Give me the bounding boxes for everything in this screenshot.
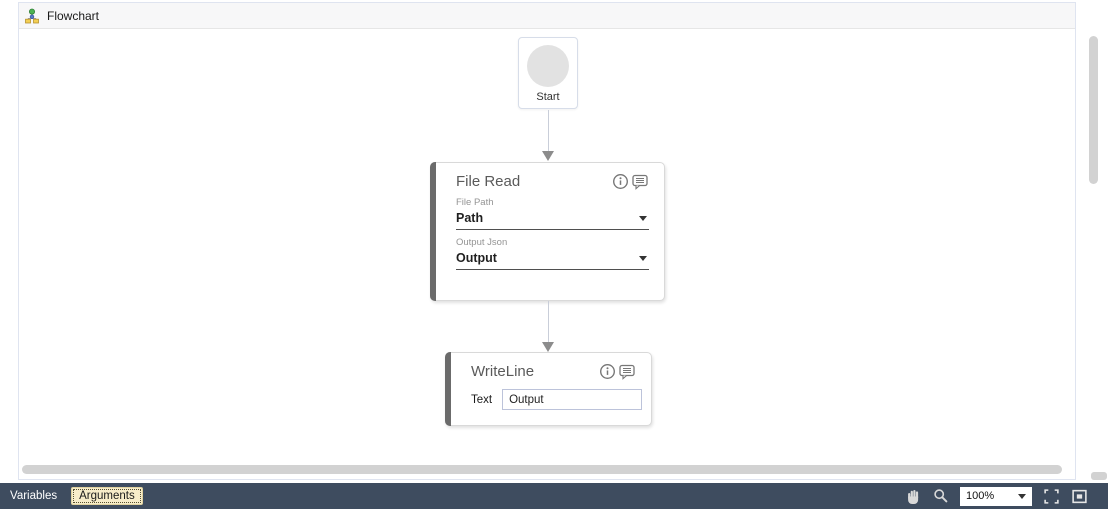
activity-writeline[interactable]: WriteLine [445,352,652,426]
scrollbar-corner[interactable] [1091,472,1107,480]
zoom-magnifier-icon[interactable] [933,488,949,504]
field-label: Text [471,393,493,406]
arrowhead-icon [542,342,554,352]
activity-accent-bar [430,162,436,301]
dropdown-value: Path [456,211,484,225]
fit-to-screen-icon[interactable] [1043,488,1060,505]
info-icon[interactable] [612,173,629,190]
horizontal-scrollbar[interactable] [22,465,1062,474]
flowchart-breadcrumb[interactable]: Flowchart [19,3,1075,29]
zoom-level-select[interactable]: 100% [960,486,1032,506]
flowchart-designer-panel: Flowchart Start File Read [18,2,1076,480]
chevron-down-icon[interactable] [639,255,647,261]
field-label: File Path [456,197,494,208]
field-label: Output Json [456,237,508,248]
field-file-path: File Path Path [456,197,649,230]
info-icon[interactable] [599,363,616,380]
connector-fileread-to-writeline[interactable] [548,301,549,342]
overview-map-icon[interactable] [1071,488,1088,505]
start-node-circle [527,45,569,87]
start-node-label: Start [536,91,560,103]
vertical-scrollbar[interactable] [1089,36,1098,184]
flowchart-title: Flowchart [47,8,100,23]
activity-title: File Read [456,173,521,190]
status-bar: Variables Arguments [0,483,1108,509]
chevron-down-icon [1018,493,1026,499]
writeline-text-input[interactable] [502,389,643,410]
connector-start-to-fileread[interactable] [548,110,549,151]
dropdown-value: Output [456,251,497,265]
flowchart-icon [25,8,39,23]
comment-icon[interactable] [618,363,636,380]
activity-accent-bar [445,352,451,426]
field-output-json: Output Json Output [456,237,649,270]
flowchart-canvas[interactable]: Start File Read [19,29,1075,479]
arrowhead-icon [542,151,554,161]
variables-button[interactable]: Variables [10,490,58,502]
start-node[interactable]: Start [518,37,578,109]
output-json-dropdown[interactable]: Output [456,248,649,270]
file-path-dropdown[interactable]: Path [456,208,649,230]
activity-title: WriteLine [471,363,535,380]
pan-hand-icon[interactable] [905,488,922,505]
zoom-level-value: 100% [966,490,995,502]
comment-icon[interactable] [631,173,649,190]
chevron-down-icon[interactable] [639,215,647,221]
activity-file-read[interactable]: File Read [430,162,665,301]
arguments-button[interactable]: Arguments [71,487,143,505]
